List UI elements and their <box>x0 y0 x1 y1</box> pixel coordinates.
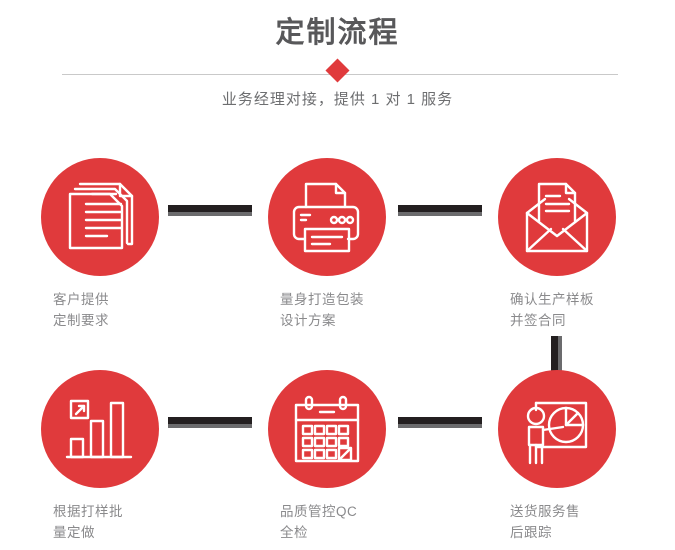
bar-chart-growth-icon <box>65 399 133 459</box>
connector-bar <box>168 417 252 424</box>
connector-bar <box>398 205 482 212</box>
step-3-icon-circle <box>498 158 616 276</box>
step-5-caption: 品质管控QC 全检 <box>280 504 358 540</box>
connector-step4-step5 <box>168 417 252 428</box>
connector-shadow <box>168 212 252 216</box>
connector-shadow <box>398 212 482 216</box>
connector-step2-step3 <box>398 205 482 216</box>
step-2-icon-circle <box>268 158 386 276</box>
process-step-6[interactable]: 送货服务售 后跟踪 <box>477 370 637 544</box>
diamond-marker-icon <box>325 58 350 83</box>
step-3-caption: 确认生产样板 并签合同 <box>510 292 594 328</box>
connector-bar <box>168 205 252 212</box>
page-title: 定制流程 <box>275 17 400 49</box>
process-step-1[interactable]: 客户提供 定制要求 <box>20 158 180 332</box>
connector-step5-step6 <box>398 417 482 428</box>
connector-bar <box>551 336 558 372</box>
step-4-icon-circle <box>41 370 159 488</box>
step-5-icon-circle <box>268 370 386 488</box>
step-6-icon-circle <box>498 370 616 488</box>
envelope-document-icon <box>525 182 589 253</box>
documents-stack-icon <box>68 182 134 250</box>
step-1-icon-circle <box>41 158 159 276</box>
connector-shadow <box>168 424 252 428</box>
connector-shadow <box>558 336 562 372</box>
connector-step1-step2 <box>168 205 252 216</box>
process-step-3[interactable]: 确认生产样板 并签合同 <box>477 158 637 332</box>
step-2-caption: 量身打造包装 设计方案 <box>280 292 364 328</box>
connector-bar <box>398 417 482 424</box>
calendar-check-icon <box>294 395 360 463</box>
step-1-caption: 客户提供 定制要求 <box>53 292 109 328</box>
printer-icon <box>292 182 360 253</box>
page-subtitle: 业务经理对接，提供 1 对 1 服务 <box>221 91 454 108</box>
step-6-caption: 送货服务售 后跟踪 <box>510 504 580 540</box>
step-4-caption: 根据打样批 量定做 <box>53 504 123 540</box>
process-step-4[interactable]: 根据打样批 量定做 <box>20 370 180 544</box>
connector-step3-step6 <box>551 336 562 372</box>
process-step-5[interactable]: 品质管控QC 全检 <box>247 370 407 544</box>
connector-shadow <box>398 424 482 428</box>
process-step-2[interactable]: 量身打造包装 设计方案 <box>247 158 407 332</box>
presenter-pie-chart-icon <box>526 401 588 465</box>
